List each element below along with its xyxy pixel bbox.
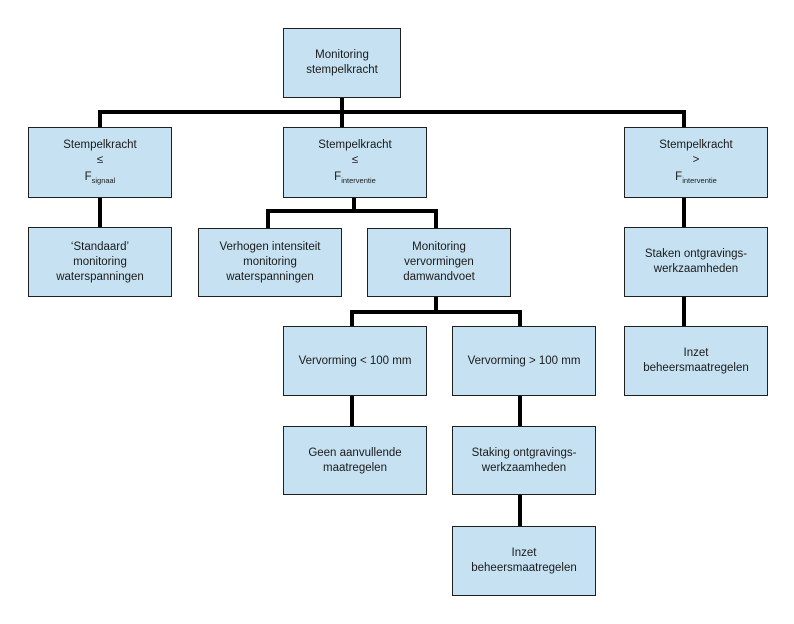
node-right-subscript: interventie [682, 175, 717, 185]
node-geen-line-1: Geen aanvullende [308, 446, 402, 459]
connector-staking-to-inzet [518, 495, 522, 526]
node-vervorming-lt-100: Vervorming < 100 mm [283, 326, 427, 396]
node-monitoring-stempelkracht: Monitoring stempelkracht [283, 28, 401, 98]
connector-to-right [682, 110, 686, 127]
node-middle-formula: Finterventie [334, 170, 376, 188]
node-stempelkracht-le-fsignaal: Stempelkracht ≤ Fsignaal [28, 127, 172, 198]
node-staking-line-2: werkzaamheden [481, 461, 567, 474]
node-geen-aanvullende-maatregelen: Geen aanvullende maatregelen [283, 426, 427, 495]
connector-middle-stem [352, 198, 356, 211]
node-staken-line-2: werkzaamheden [653, 263, 739, 275]
node-middle-f: F [334, 170, 342, 183]
node-gt100-line-1: Vervorming > 100 mm [467, 354, 581, 367]
node-standaard-line-1: ‘Standaard’ [70, 240, 130, 253]
node-monitoring-vervormingen: Monitoring vervormingen damwandvoet [367, 228, 511, 297]
connector-right-to-staken [682, 198, 686, 227]
node-middle-line-2: ≤ [351, 153, 359, 166]
node-middle-subscript: interventie [341, 175, 376, 185]
node-right-line-1: Stempelkracht [659, 138, 733, 151]
node-left-f: F [84, 170, 92, 183]
connector-level1-bar [98, 110, 684, 114]
node-staking-ontgravingswerkzaamheden: Staking ontgravings- werkzaamheden [452, 426, 596, 495]
connector-lt100-to-geen [350, 396, 354, 426]
node-inzet-right-line-1: Inzet [683, 347, 709, 359]
node-standaard-line-3: waterspanningen [56, 270, 144, 283]
connector-to-gt100 [518, 310, 522, 326]
node-inzet-beheersmaatregelen-bottom: Inzet beheersmaatregelen [452, 526, 596, 596]
node-vervormingen-line-1: Monitoring [412, 241, 466, 253]
node-staken-line-1: Staken ontgravings- [644, 248, 748, 260]
node-standaard-monitoring: ‘Standaard’ monitoring waterspanningen [28, 227, 172, 297]
node-inzet-bottom-line-2: beheersmaatregelen [471, 562, 577, 574]
node-inzet-right-line-2: beheersmaatregelen [643, 362, 749, 374]
node-vervorming-gt-100: Vervorming > 100 mm [452, 326, 596, 396]
connector-to-vervormingen [434, 209, 438, 228]
node-verhogen-line-1: Verhogen intensiteit [219, 241, 321, 253]
connector-root-stem [340, 98, 344, 112]
node-stempelkracht-le-finterventie: Stempelkracht ≤ Finterventie [283, 127, 427, 198]
node-inzet-bottom-line-1: Inzet [511, 547, 537, 559]
node-verhogen-intensiteit: Verhogen intensiteit monitoring waterspa… [198, 228, 342, 297]
node-staken-ontgravingswerkzaamheden: Staken ontgravings- werkzaamheden [624, 227, 768, 297]
connector-staken-to-inzet [682, 297, 686, 326]
node-staking-line-1: Staking ontgravings- [471, 446, 577, 459]
node-right-formula: Finterventie [675, 170, 717, 188]
node-root-line-2: stempelkracht [306, 64, 378, 76]
connector-to-left [98, 110, 102, 127]
connector-to-verhogen [266, 209, 270, 228]
node-right-f: F [675, 170, 683, 183]
node-standaard-line-2: monitoring [73, 255, 127, 268]
node-lt100-line-1: Vervorming < 100 mm [298, 354, 412, 367]
node-left-line-2: ≤ [96, 153, 104, 166]
connector-level3-bar [350, 310, 522, 314]
node-verhogen-line-2: monitoring [243, 256, 297, 268]
connector-left-to-standaard [98, 198, 102, 227]
node-left-line-1: Stempelkracht [63, 138, 137, 151]
connector-gt100-to-staking [518, 396, 522, 426]
node-vervormingen-line-3: damwandvoet [403, 271, 475, 283]
node-geen-line-2: maatregelen [323, 461, 387, 474]
node-left-formula: Fsignaal [85, 170, 116, 188]
node-middle-line-1: Stempelkracht [318, 138, 392, 151]
connector-vervormingen-stem [434, 297, 438, 312]
node-inzet-beheersmaatregelen-right: Inzet beheersmaatregelen [624, 326, 768, 396]
node-left-subscript: signaal [91, 175, 116, 185]
node-stempelkracht-gt-finterventie: Stempelkracht > Finterventie [624, 127, 768, 198]
connector-middle-bar [266, 209, 438, 213]
node-verhogen-line-3: waterspanningen [226, 271, 314, 283]
node-vervormingen-line-2: vervormingen [404, 256, 474, 268]
node-right-line-2: > [692, 153, 700, 166]
connector-to-middle [340, 110, 344, 127]
connector-to-lt100 [350, 310, 354, 326]
node-root-line-1: Monitoring [315, 49, 369, 61]
